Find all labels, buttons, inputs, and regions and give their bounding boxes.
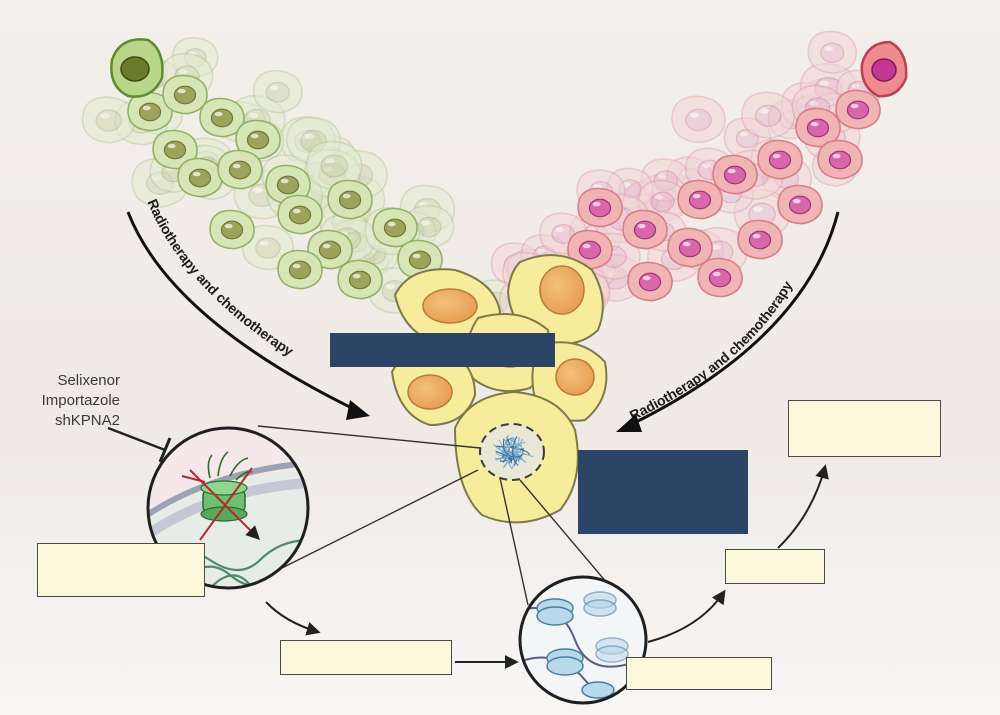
green-cell: [277, 249, 323, 290]
pink-cell: [667, 227, 713, 268]
pink-cell: [577, 187, 623, 228]
label-box-bottom-left: [280, 640, 452, 675]
chromatin-tangle: [493, 434, 534, 470]
green-cell: [162, 74, 208, 115]
nuclear-pore-icon: [181, 451, 260, 541]
chromatin-strand: [512, 436, 519, 466]
inhibitor-importazole: Importazole: [41, 392, 120, 409]
chromatin-strand: [502, 452, 514, 460]
nucleosome-icon: [520, 591, 646, 703]
green-cell: [372, 207, 418, 248]
label-box-top-right: [788, 400, 941, 457]
nuclear-pore-zoom: [146, 426, 310, 590]
green-cell: [199, 97, 245, 138]
pink-cell: [712, 154, 758, 195]
right-treatment-arrow: [616, 211, 840, 432]
nucleosome-zoom: [518, 575, 648, 705]
label-box-dark-top: [330, 333, 555, 367]
pink-cell: [777, 184, 823, 225]
inhibitor-list: Selixenor Importazole shKPNA2: [14, 371, 120, 431]
green-cell: [152, 129, 198, 170]
chromatin-strand: [505, 437, 518, 448]
pink-cell: [817, 139, 863, 180]
chromatin-strand: [520, 448, 525, 452]
label-box-middle-right: [725, 549, 825, 584]
green-cell: [235, 119, 281, 160]
green-cell: [265, 164, 311, 205]
central-cell-cluster: [390, 254, 608, 524]
inhibition-icon: [107, 426, 172, 463]
left-treatment-arrow: [126, 211, 370, 420]
pink-cell: [677, 179, 723, 220]
green-cell: [327, 179, 373, 220]
green-cell: [217, 149, 263, 190]
green-cell: [337, 259, 383, 300]
green-stem-cell: [110, 38, 164, 98]
flow-arrows: [265, 464, 829, 669]
label-box-dark-right: [578, 450, 748, 534]
pink-cell: [697, 257, 743, 298]
inhibitor-selixenor: Selixenor: [57, 372, 120, 389]
pink-stem-cell: [860, 40, 908, 98]
pink-cell-faded: [807, 30, 857, 74]
chromatin-strand: [495, 445, 531, 455]
pink-cell: [757, 139, 803, 180]
zoom-lines: [257, 425, 641, 623]
pink-cell: [737, 219, 783, 260]
chromatin-strand: [493, 437, 513, 452]
label-box-bottom-right: [626, 657, 772, 690]
label-box-left: [37, 543, 205, 597]
chromatin-strand: [502, 438, 521, 458]
inhibitor-shkpna2: shKPNA2: [54, 412, 120, 429]
pink-cell: [835, 89, 881, 130]
pink-cell-faded: [671, 95, 726, 144]
pink-cell-faded: [741, 91, 796, 139]
green-cell: [277, 194, 323, 235]
chromatin-strand: [503, 434, 511, 450]
chromatin-strand: [517, 438, 527, 463]
chromatin-strand: [511, 437, 520, 447]
green-cell: [209, 209, 255, 250]
pink-cell: [795, 107, 841, 148]
pink-cell: [622, 209, 668, 250]
chromatin-strand: [497, 444, 502, 450]
green-cell-faded: [252, 69, 303, 114]
green-cell: [177, 157, 223, 198]
pink-cell: [627, 261, 673, 302]
chromatin-strand: [507, 444, 523, 448]
green-cell-faded: [306, 140, 363, 190]
green-cell-faded: [81, 96, 136, 144]
